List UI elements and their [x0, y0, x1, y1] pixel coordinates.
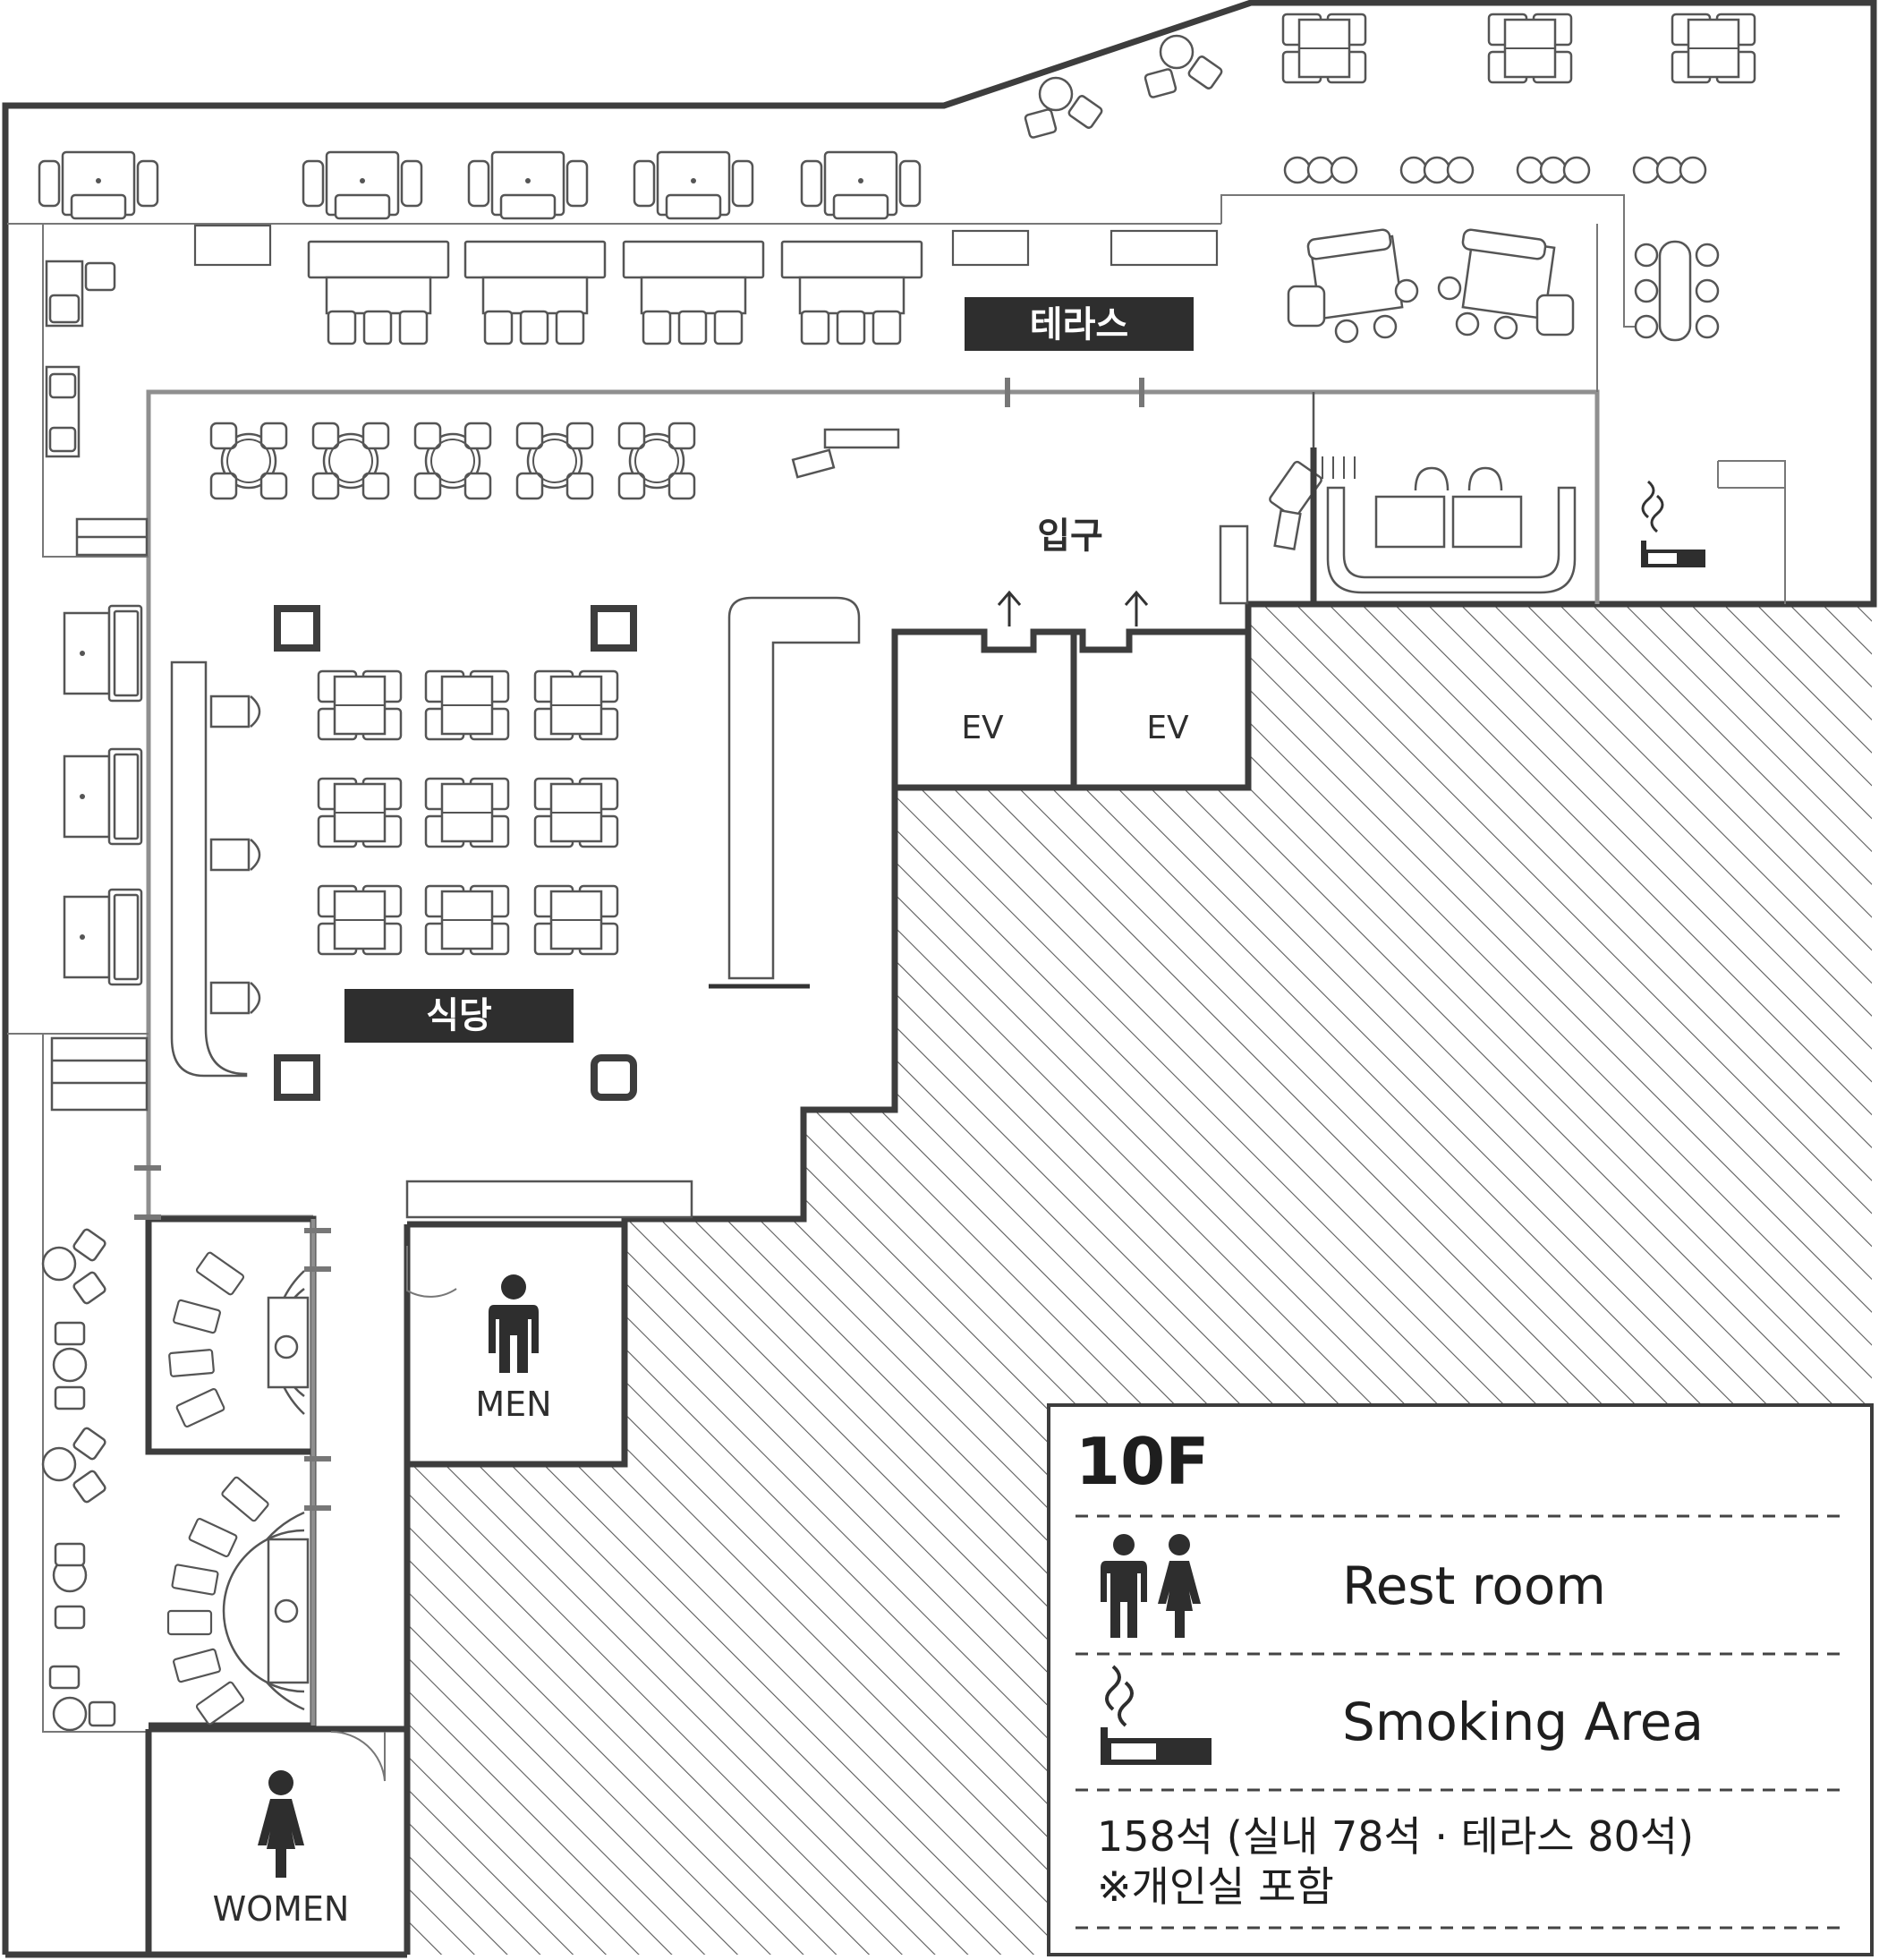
- bar-counter: [170, 660, 261, 1078]
- private-room-note: ※개인실 포함: [1097, 1862, 1334, 1911]
- mens-restroom-label: MEN: [475, 1385, 551, 1424]
- svg-text:식당: 식당: [426, 995, 492, 1036]
- legend: 10F Rest room Smoking Area 158석 (실내 78석 …: [1047, 1403, 1874, 1956]
- womens-restroom-label: WOMEN: [213, 1889, 350, 1929]
- elevator-block: [891, 628, 1252, 791]
- elevator-label-2: EV: [1146, 710, 1189, 746]
- elevator-label-1: EV: [961, 710, 1004, 746]
- terrace-lower-left: [41, 1228, 116, 1732]
- restroom-legend-label: Rest room: [1342, 1555, 1606, 1616]
- terrace-lounge: [1287, 228, 1575, 344]
- woman-icon: [258, 1770, 304, 1878]
- restroom-icon: [1101, 1534, 1201, 1638]
- dining-tables: [317, 669, 619, 956]
- terrace-label: 테라스: [965, 297, 1194, 351]
- floor-number: 10F: [1076, 1424, 1209, 1499]
- dining-label: 식당: [344, 989, 574, 1043]
- man-icon: [489, 1274, 539, 1373]
- dining-round-tables: [209, 422, 696, 500]
- arrow-up-icon: [997, 590, 1149, 626]
- terrace-upper-tables: [1024, 13, 1756, 342]
- restroom-walls: [145, 1221, 628, 1955]
- entrance-partition: [405, 428, 900, 1219]
- capacity-text: 158석 (실내 78석 · 테라스 80석): [1097, 1812, 1694, 1861]
- entrance-label: 입구: [1037, 516, 1103, 557]
- private-rooms: [145, 1215, 317, 1729]
- smoking-icon: [1641, 480, 1705, 567]
- smoking-legend-icon: [1101, 1665, 1212, 1765]
- terrace-bench-row: [193, 224, 1219, 345]
- reception-area: [1219, 392, 1577, 605]
- smoking-legend-label: Smoking Area: [1342, 1692, 1704, 1752]
- structural-columns: [274, 605, 637, 1101]
- terrace-left-furniture: [45, 260, 149, 1112]
- terrace-sofa-row: [38, 150, 922, 220]
- svg-text:테라스: 테라스: [1030, 304, 1128, 345]
